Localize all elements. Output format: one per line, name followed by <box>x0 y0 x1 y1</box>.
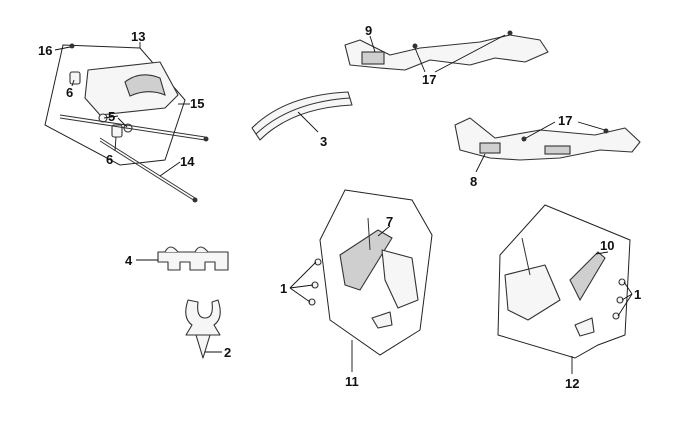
shaft-15-edge <box>59 117 206 141</box>
rod-14-edge <box>99 140 196 202</box>
callout-2: 2 <box>224 345 231 360</box>
shaft-15 <box>59 114 206 138</box>
callout-5: 5 <box>108 109 115 124</box>
callout-16: 16 <box>38 43 52 58</box>
part-11-pedal-assembly <box>308 189 433 356</box>
nut-1c <box>308 298 316 306</box>
rod-14-nut <box>192 197 198 203</box>
callout-1-left: 1 <box>280 281 287 296</box>
callout-11: 11 <box>345 374 359 389</box>
nut-1a <box>314 258 322 266</box>
clip-4-body <box>157 251 229 271</box>
pedal-7-pad <box>339 229 393 291</box>
bracket-8-plate <box>479 142 501 154</box>
callout-13: 13 <box>131 29 145 44</box>
pedal-11-plate <box>381 249 419 309</box>
callout-3: 3 <box>320 134 327 149</box>
part-8-bracket <box>454 117 641 161</box>
group-11-outline <box>319 189 433 356</box>
part-4-clip <box>157 246 229 271</box>
callout-7: 7 <box>386 214 393 229</box>
bolt-17d <box>603 128 609 134</box>
bolt-17a <box>412 43 418 49</box>
bushing-6-upper <box>69 71 81 85</box>
pedal-12-foot <box>574 317 595 337</box>
bracket-9-body <box>344 34 549 71</box>
callout-9: 9 <box>365 23 372 38</box>
callout-17-upper: 17 <box>422 72 436 87</box>
nut-1e <box>616 296 624 304</box>
pedal-bolt <box>367 217 371 251</box>
bracket-pad <box>124 74 166 97</box>
nut-1d <box>618 278 626 286</box>
part-13-bracket-assembly <box>44 43 209 203</box>
part-2-rivet <box>185 299 221 359</box>
part-12-pedal-assembly <box>497 204 631 359</box>
callout-6-lower: 6 <box>106 152 113 167</box>
bushing-6-lower <box>111 124 123 138</box>
leaders-group-13 <box>54 42 190 177</box>
bracket-8-clamp <box>544 145 571 155</box>
clip-4-tabs <box>164 246 209 253</box>
bracket-8-body <box>454 117 641 161</box>
group-12-outline <box>497 204 631 359</box>
bolt-17c <box>521 136 527 142</box>
rod-14 <box>99 137 196 199</box>
bolt-17b <box>507 30 513 36</box>
part-3-strip <box>251 91 353 141</box>
strip-3-body <box>251 91 353 141</box>
callout-15: 15 <box>190 96 204 111</box>
shaft-15-nut <box>203 136 209 142</box>
rivet-2-tip <box>195 334 211 359</box>
strip-3-inner <box>255 97 351 135</box>
callout-14: 14 <box>180 154 195 169</box>
bracket-9-plate <box>361 51 385 65</box>
screw-16 <box>69 43 75 49</box>
callout-12: 12 <box>565 376 579 391</box>
callout-17-lower: 17 <box>558 113 572 128</box>
bracket-12-plate <box>504 264 561 321</box>
bracket-12-bolt <box>521 237 531 276</box>
rivet-2-body <box>185 299 221 336</box>
callout-10: 10 <box>600 238 614 253</box>
callout-4: 4 <box>125 253 133 268</box>
callout-8: 8 <box>470 174 477 189</box>
callout-1-right: 1 <box>634 287 641 302</box>
part-9-bracket <box>344 30 549 71</box>
callout-6-upper: 6 <box>66 85 73 100</box>
nut-1f <box>612 312 620 320</box>
pedal-foot <box>371 311 393 329</box>
lever-10 <box>569 251 606 302</box>
